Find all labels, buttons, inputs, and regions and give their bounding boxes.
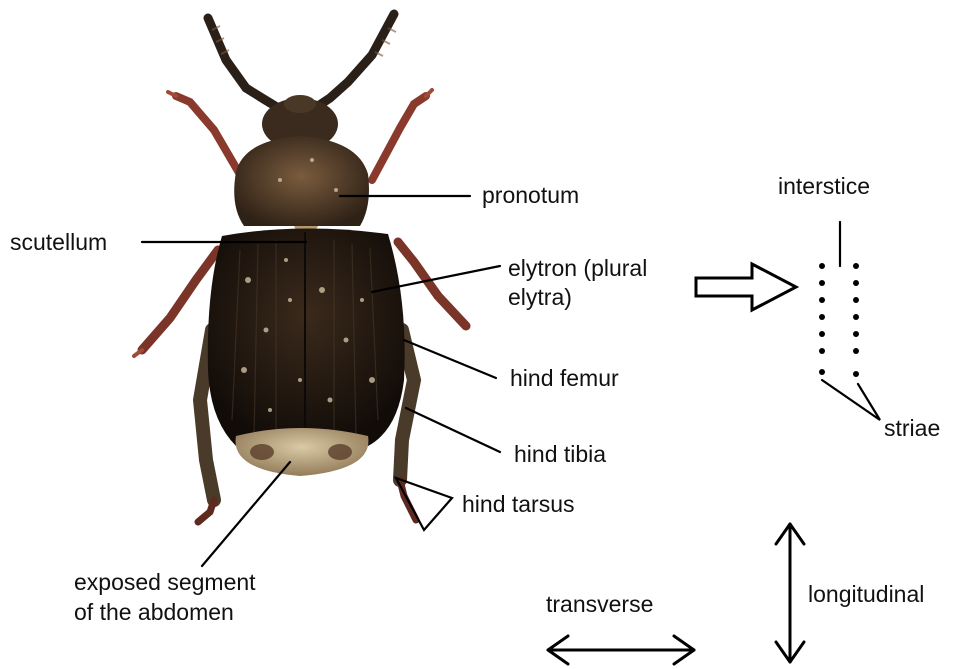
label-elytron-line2: elytra)	[508, 283, 572, 311]
label-hind-tibia: hind tibia	[514, 440, 606, 468]
beetle-illustration	[134, 14, 466, 522]
label-longitudinal: longitudinal	[808, 580, 924, 608]
beetle-pronotum	[234, 136, 369, 226]
label-abdomen-line2: of the abdomen	[74, 598, 234, 626]
beetle-elytra	[208, 228, 405, 446]
striae-inset	[819, 263, 859, 377]
label-hind-femur: hind femur	[510, 364, 619, 392]
longitudinal-arrow	[776, 524, 804, 662]
striae-leader	[822, 380, 880, 420]
label-abdomen-line1: exposed segment	[74, 568, 256, 596]
label-pronotum: pronotum	[482, 181, 579, 209]
label-interstice: interstice	[778, 172, 870, 200]
label-elytron-line1: elytron (plural	[508, 254, 647, 282]
label-transverse: transverse	[546, 590, 653, 618]
label-striae: striae	[884, 414, 940, 442]
label-hind-tarsus: hind tarsus	[462, 490, 575, 518]
label-scutellum: scutellum	[10, 228, 107, 256]
hollow-arrow	[696, 264, 796, 310]
antenna-left	[208, 18, 285, 112]
hind-tibia-leader	[406, 408, 500, 452]
antenna-right	[312, 14, 394, 110]
transverse-arrow	[548, 636, 694, 664]
